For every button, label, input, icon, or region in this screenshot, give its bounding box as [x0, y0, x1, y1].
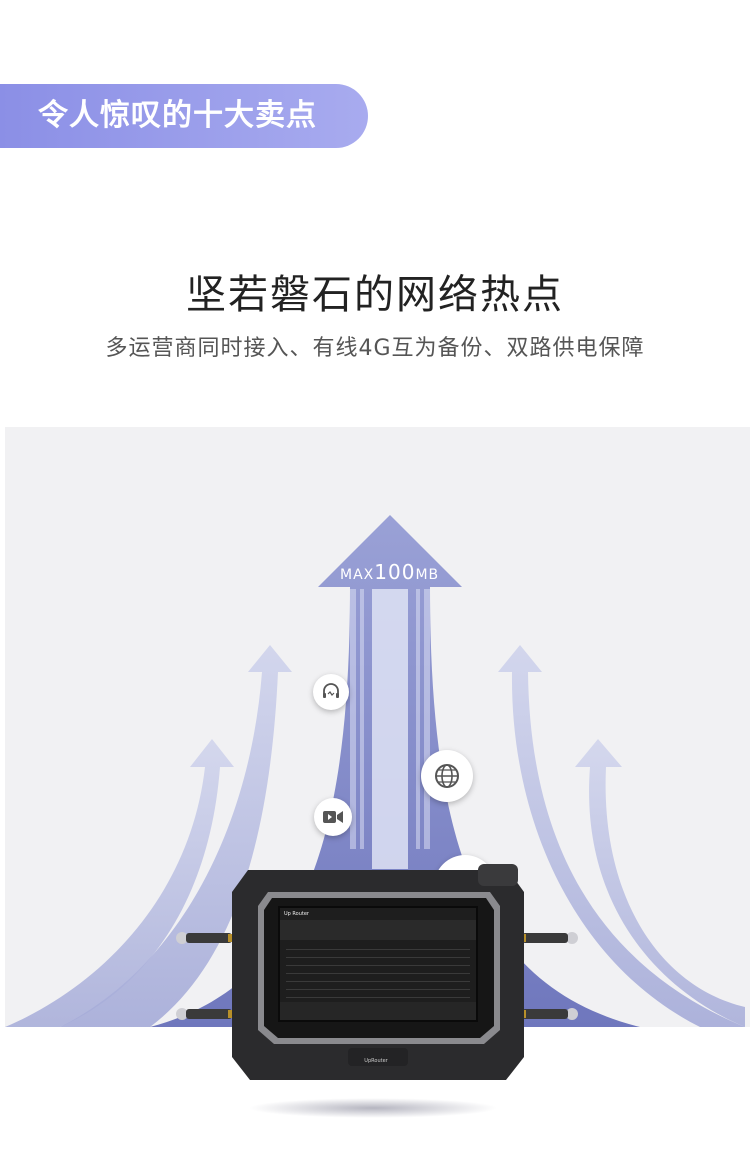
list-item: [286, 968, 470, 974]
list-item: [286, 992, 470, 998]
headset-icon: [313, 674, 349, 710]
list-item: [286, 960, 470, 966]
list-item: [286, 984, 470, 990]
section-badge: 令人惊叹的十大卖点: [0, 84, 368, 148]
speed-arrows: [5, 515, 745, 1027]
globe-icon: [421, 750, 473, 802]
max-unit: MB: [415, 567, 440, 583]
device-brand: UpRouter: [364, 1058, 388, 1064]
arrow-right-outer: [575, 739, 745, 1027]
antennas: [176, 932, 578, 1020]
screen-title: Up Router: [284, 911, 309, 917]
max-prefix: MAX: [340, 567, 375, 583]
badge-label: 令人惊叹的十大卖点: [38, 98, 317, 133]
list-item: [286, 976, 470, 982]
list-item: [286, 952, 470, 958]
arrow-left-inner: [60, 645, 292, 1027]
device-screen: Up Router: [278, 906, 478, 1022]
feature-title: 坚若磐石的网络热点: [186, 272, 564, 318]
screen-footer: [280, 1002, 476, 1020]
feature-subtitle: 多运营商同时接入、有线4G互为备份、双路供电保障: [105, 336, 645, 361]
screen-summary: [280, 920, 476, 940]
max-speed-label: MAX100MB: [340, 560, 438, 584]
arrow-right-inner: [498, 645, 745, 1027]
device-shadow: [248, 1098, 498, 1118]
list-item: [286, 944, 470, 950]
max-value: 100: [374, 560, 416, 584]
arrow-left-outer: [5, 739, 234, 1027]
video-icon: [314, 798, 352, 836]
